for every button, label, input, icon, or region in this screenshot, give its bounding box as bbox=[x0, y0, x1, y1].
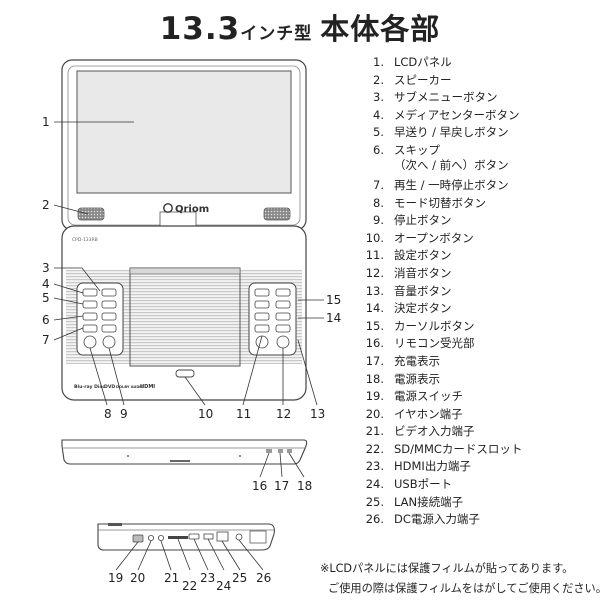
list-item: 19.電源スイッチ bbox=[365, 389, 463, 404]
callout-24: 24 bbox=[216, 579, 231, 593]
disc-tray bbox=[129, 267, 241, 367]
list-item: 12.消音ボタン bbox=[365, 265, 452, 280]
callout-3: 3 bbox=[42, 261, 50, 275]
logo-dolby: DOLBY AUDIO bbox=[116, 385, 144, 389]
brand-logo: Qriom bbox=[175, 204, 209, 215]
list-item: 26.DC電源入力端子 bbox=[365, 512, 480, 527]
title-size: 13.3 bbox=[159, 11, 241, 47]
earphone-port bbox=[147, 535, 154, 542]
callout-10: 10 bbox=[198, 407, 213, 421]
power-switch-port bbox=[132, 534, 144, 543]
open-button-shape bbox=[175, 369, 195, 378]
callout-22: 22 bbox=[182, 579, 197, 593]
parts-list: 1.LCDパネル 2.スピーカー 3.サブメニューボタン 4.メディアセンターボ… bbox=[362, 54, 598, 529]
callout-8: 8 bbox=[104, 407, 112, 421]
callout-20: 20 bbox=[130, 571, 145, 585]
callout-13: 13 bbox=[310, 407, 325, 421]
list-item: 1.LCDパネル bbox=[373, 55, 452, 69]
list-item: 17.充電表示 bbox=[365, 353, 440, 368]
callout-11: 11 bbox=[236, 407, 251, 421]
callout-14: 14 bbox=[326, 311, 341, 325]
logo-bluray: Blu-ray Disc bbox=[74, 384, 105, 390]
callout-26: 26 bbox=[256, 571, 271, 585]
list-item: 16.リモコン受光部 bbox=[365, 336, 475, 351]
list-item: 10.オープンボタン bbox=[365, 230, 474, 245]
note-protective-film: ※LCDパネルには保護フィルムが貼ってあります。 bbox=[320, 562, 574, 575]
callout-21: 21 bbox=[164, 571, 179, 585]
list-item: 20.イヤホン端子 bbox=[365, 406, 463, 421]
model-label: CPD-133RB bbox=[72, 237, 98, 243]
list-item: 15.カーソルボタン bbox=[365, 318, 475, 333]
sd-slot-port bbox=[168, 536, 188, 539]
device-base: CPD-133RB Blu-ray Disc DVD DOLBY AUDIO H… bbox=[61, 225, 307, 401]
hdmi-port bbox=[188, 533, 200, 540]
list-item: 2.スピーカー bbox=[373, 72, 452, 87]
left-buttons bbox=[82, 288, 117, 349]
callout-4: 4 bbox=[42, 277, 50, 291]
title-main: 本体各部 bbox=[320, 12, 441, 46]
usb-port bbox=[203, 533, 214, 540]
dc-in-port bbox=[235, 533, 243, 541]
list-item: 22.SD/MMCカードスロット bbox=[365, 441, 523, 456]
page-title: 13.3インチ型本体各部 bbox=[0, 6, 600, 48]
list-item: 9.停止ボタン bbox=[373, 213, 452, 228]
video-in-port bbox=[157, 535, 164, 542]
callout-16: 16 bbox=[252, 479, 267, 493]
speaker-left bbox=[77, 207, 105, 221]
callout-15: 15 bbox=[326, 293, 341, 307]
title-unit: インチ型 bbox=[240, 24, 313, 44]
list-item: 25.LAN接続端子 bbox=[365, 494, 464, 509]
speaker-right bbox=[263, 207, 291, 221]
list-item: 14.決定ボタン bbox=[365, 301, 452, 316]
logo-hdmi: HDMI bbox=[140, 384, 155, 390]
device-lid: Qriom bbox=[61, 59, 307, 243]
callout-18: 18 bbox=[297, 479, 312, 493]
callout-1: 1 bbox=[42, 115, 50, 129]
list-item: 3.サブメニューボタン bbox=[373, 90, 498, 105]
right-buttons bbox=[254, 288, 291, 349]
callout-6: 6 bbox=[42, 313, 50, 327]
list-item: 5.早送り / 早戻しボタン bbox=[373, 125, 509, 140]
list-item: 21.ビデオ入力端子 bbox=[365, 424, 475, 439]
list-item: 4.メディアセンターボタン bbox=[373, 107, 520, 122]
list-item: 8.モード切替ボタン bbox=[373, 195, 486, 210]
callout-7: 7 bbox=[42, 333, 50, 347]
callout-19: 19 bbox=[108, 571, 123, 585]
callout-12: 12 bbox=[276, 407, 291, 421]
list-item: 18.電源表示 bbox=[365, 371, 440, 386]
brand-logo-icon bbox=[163, 203, 173, 213]
list-item: 24.USBポート bbox=[365, 477, 453, 492]
callout-2: 2 bbox=[42, 198, 50, 212]
lcd-panel bbox=[76, 70, 292, 194]
callout-25: 25 bbox=[232, 571, 247, 585]
list-item: 6.スキップ（次へ / 前へ）ボタン bbox=[373, 142, 509, 173]
back-view bbox=[97, 523, 275, 551]
logo-dvd: DVD bbox=[104, 384, 115, 390]
lan-port bbox=[216, 531, 229, 542]
list-item: 13.音量ボタン bbox=[365, 283, 452, 298]
side-view bbox=[61, 439, 308, 465]
callout-17: 17 bbox=[274, 479, 289, 493]
list-item: 23.HDMI出力端子 bbox=[365, 459, 471, 474]
list-item: 7.再生 / 一時停止ボタン bbox=[373, 177, 509, 192]
callout-5: 5 bbox=[42, 291, 50, 305]
callout-lines bbox=[53, 121, 324, 571]
callout-23: 23 bbox=[200, 571, 215, 585]
callout-numbers: 1 2 3 4 5 6 7 8 9 10 11 12 13 14 15 16 1… bbox=[42, 115, 341, 593]
note-remove-film: ご使用の際は保護フィルムをはがしてご使用ください。 bbox=[328, 582, 600, 595]
list-item: 11.設定ボタン bbox=[365, 248, 452, 263]
callout-9: 9 bbox=[120, 407, 128, 421]
